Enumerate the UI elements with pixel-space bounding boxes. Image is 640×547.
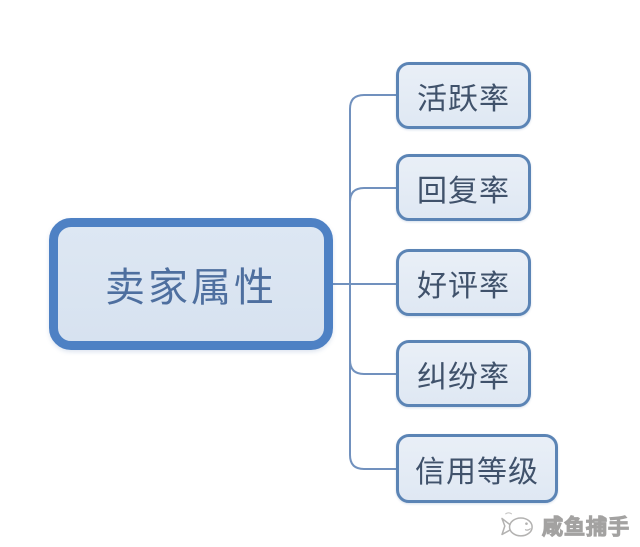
- node-activity-rate: 活跃率: [396, 62, 531, 129]
- node-dispute-rate: 纠纷率: [396, 340, 531, 407]
- node-reply-rate: 回复率: [396, 154, 531, 221]
- node-seller-attributes: 卖家属性: [49, 218, 333, 350]
- watermark: 咸鱼捕手: [499, 510, 630, 542]
- connector-root-to-child-1: [349, 94, 396, 284]
- fish-icon: [501, 512, 533, 537]
- watermark-text: 咸鱼捕手: [542, 516, 630, 540]
- node-dispute-rate-label: 纠纷率: [417, 360, 510, 394]
- node-reply-rate-label: 回复率: [417, 174, 510, 208]
- node-seller-attributes-label: 卖家属性: [105, 266, 277, 310]
- node-activity-rate-label: 活跃率: [417, 82, 510, 116]
- node-credit-level-label: 信用等级: [415, 455, 539, 489]
- node-credit-level: 信用等级: [396, 434, 558, 503]
- node-positive-review-rate-label: 好评率: [417, 269, 510, 303]
- connector-root-to-child-4: [349, 284, 396, 375]
- connector-root-to-child-5: [349, 284, 396, 470]
- node-positive-review-rate: 好评率: [396, 249, 531, 316]
- connector-root-to-child-2: [349, 187, 396, 284]
